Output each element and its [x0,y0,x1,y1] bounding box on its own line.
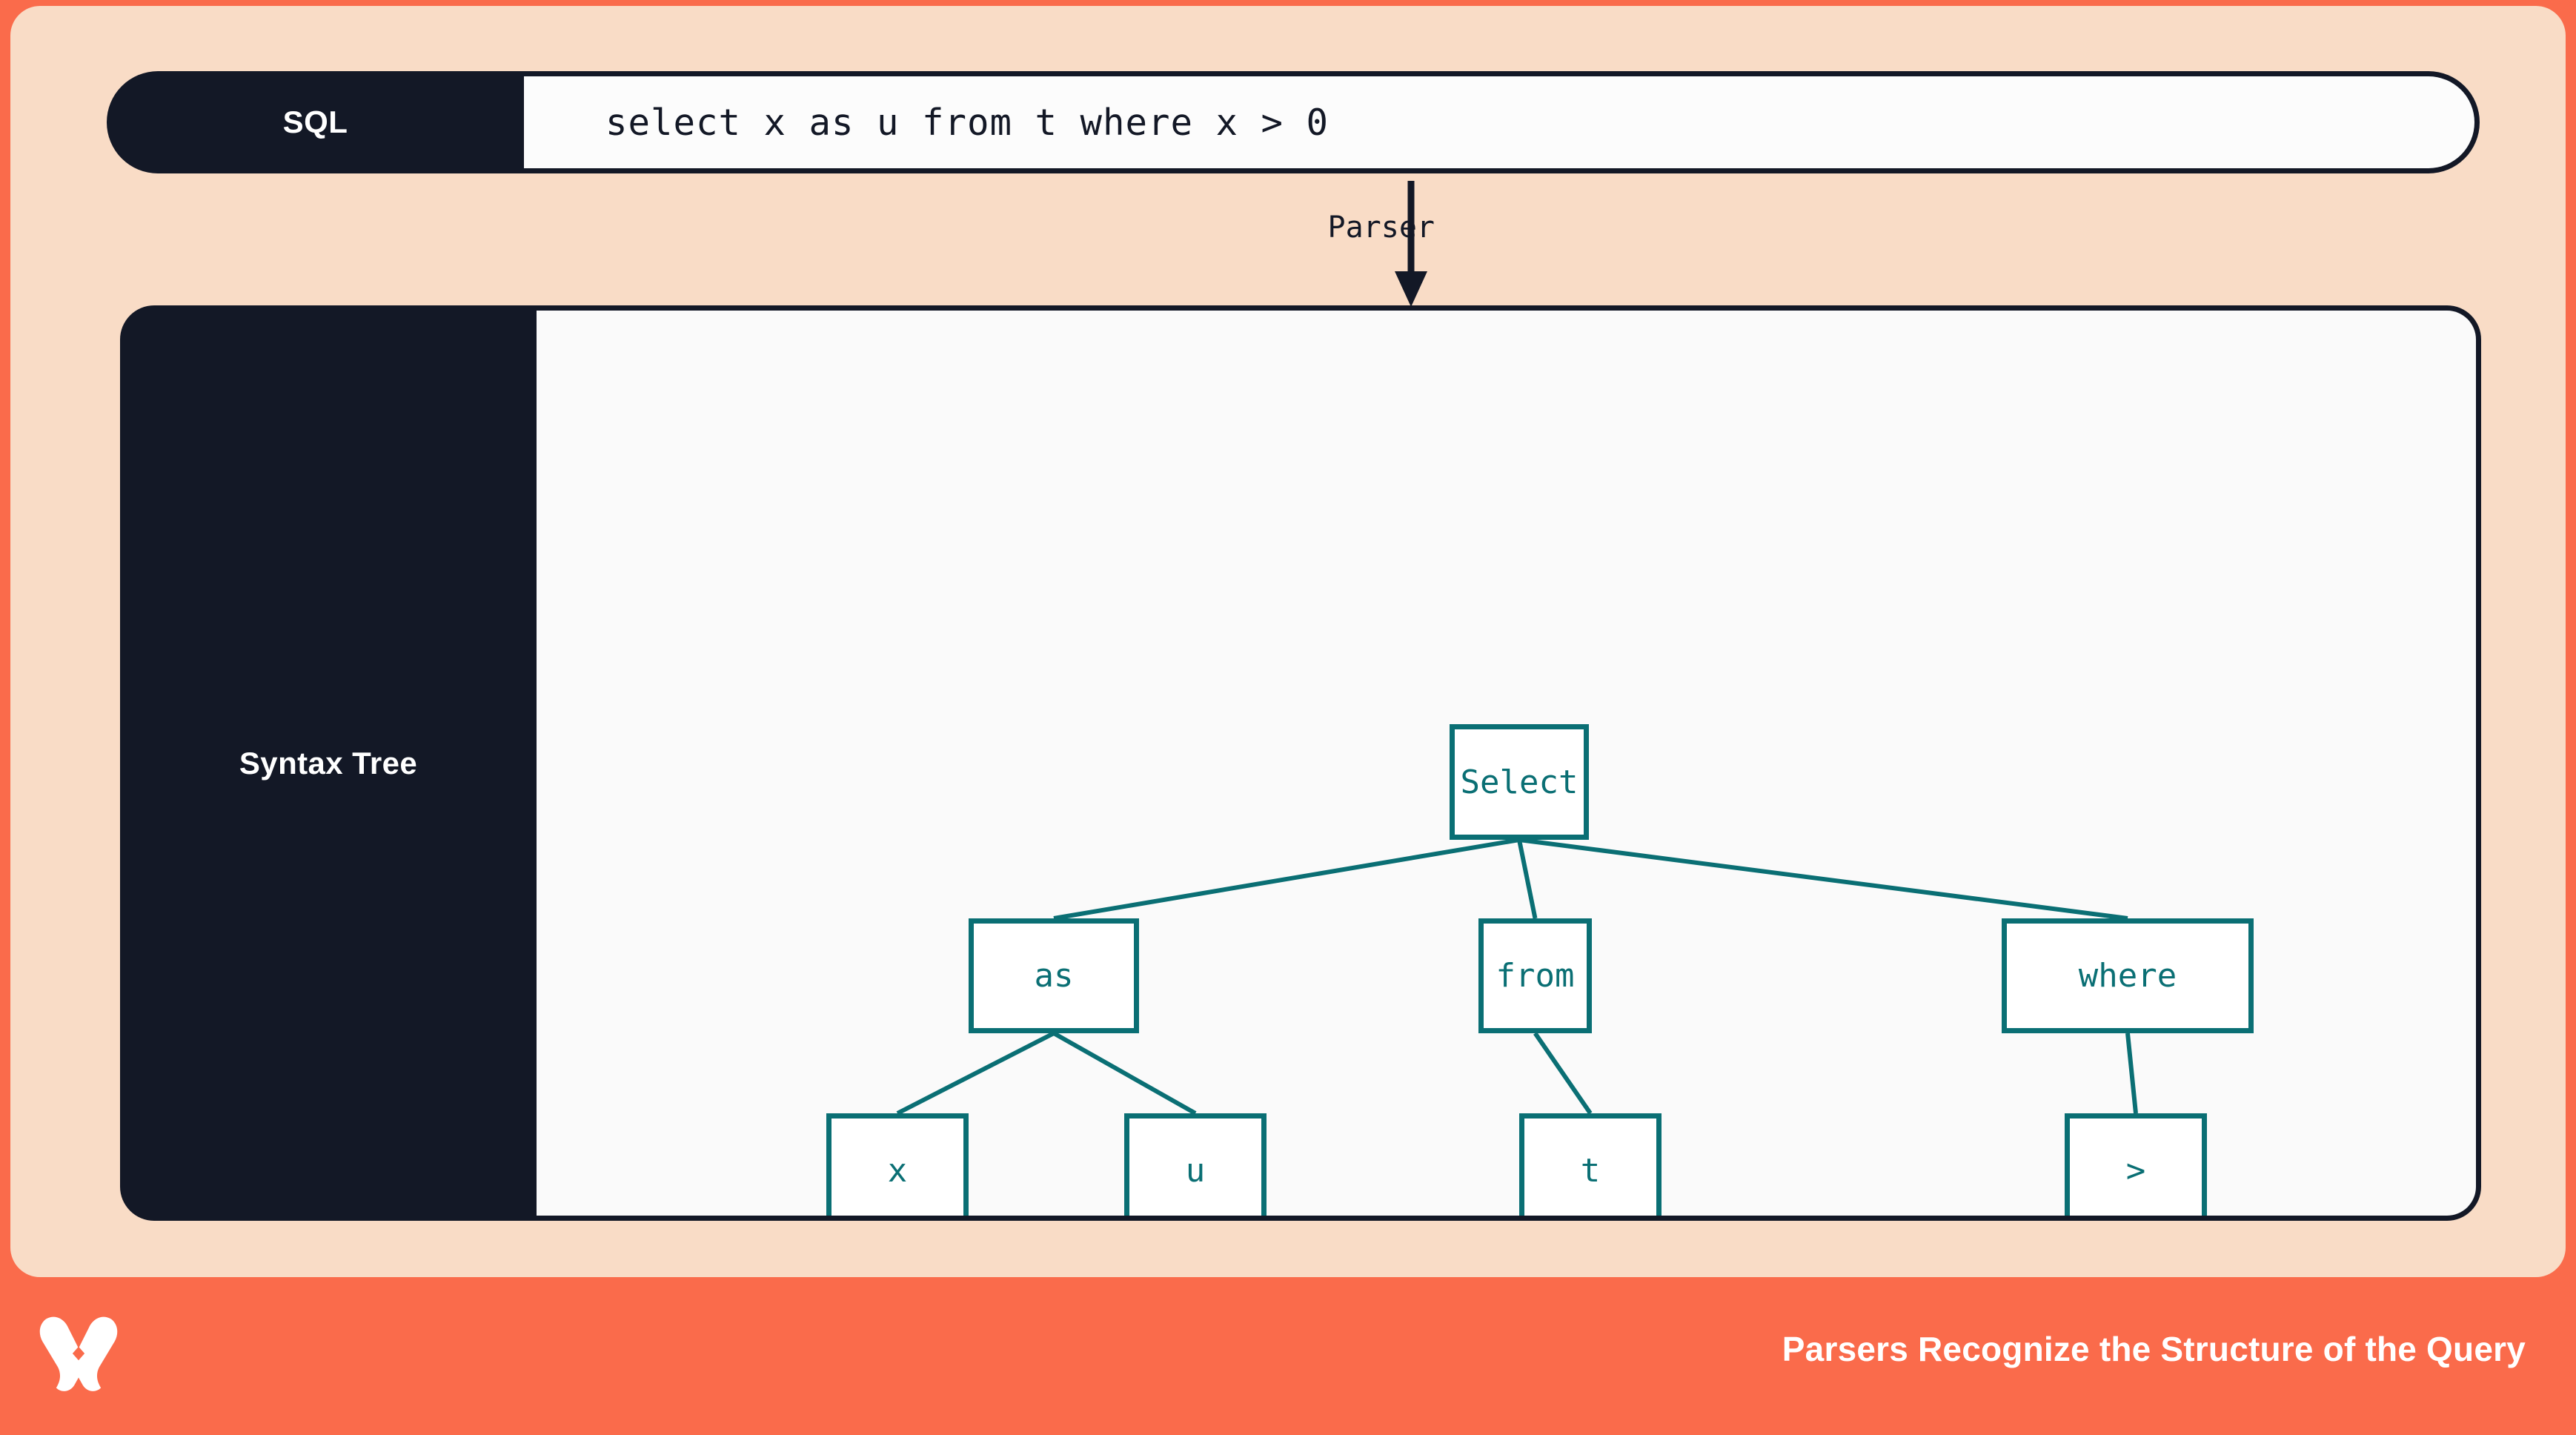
arrow-down-icon [1395,181,1427,307]
syntax-tree-edges [896,838,2138,1116]
tree-edge [1052,1031,1197,1116]
tree-node-as-x[interactable]: x [826,1113,969,1216]
tree-node-select[interactable]: Select [1450,724,1589,840]
tree-edge [896,1031,1055,1116]
tree-edge [1518,838,2128,921]
main-card: SQL select x as u from t where x > 0 Par… [10,6,2566,1277]
tree-node-as-u[interactable]: u [1124,1113,1267,1216]
sql-input-row: SQL select x as u from t where x > 0 [107,71,2480,173]
tree-node-from-t[interactable]: t [1519,1113,1662,1216]
x-mark-logo-icon [39,1316,118,1391]
sql-query-text[interactable]: select x as u from t where x > 0 [524,71,2480,173]
footer-caption: Parsers Recognize the Structure of the Q… [1782,1330,2526,1368]
tree-node-gt[interactable]: > [2065,1113,2207,1216]
tree-edge [1517,839,1538,919]
syntax-tree-sidebar-label: Syntax Tree [239,745,418,781]
tree-node-from[interactable]: from [1478,918,1592,1033]
sql-row-label: SQL [107,71,524,173]
syntax-tree-sidebar: Syntax Tree [120,305,537,1221]
tree-node-as[interactable]: as [969,918,1139,1033]
tree-edge [2125,1033,2138,1114]
footer-bar [0,1277,2576,1435]
parser-transition: Parser [1270,181,1581,308]
parser-label: Parser [1327,211,1435,245]
tree-edge [1053,838,1520,921]
tree-node-where[interactable]: where [2002,918,2254,1033]
tree-edge [1533,1032,1593,1115]
